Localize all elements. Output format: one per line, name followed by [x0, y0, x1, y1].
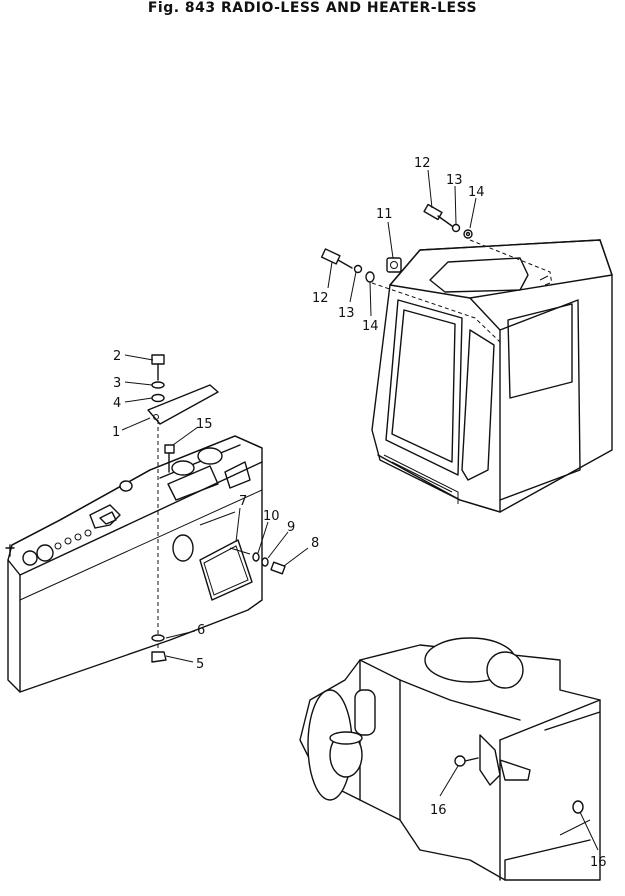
callout-2: 2	[113, 349, 121, 364]
callout-labels: 1 2 3 4 5 6 7 8 9 10 11 12 12 13 13 14 1…	[112, 156, 607, 870]
callout-5: 5	[196, 657, 204, 672]
cab-fasteners	[320, 203, 473, 283]
bracket-and-bolts	[147, 354, 219, 663]
callout-8: 8	[311, 536, 319, 551]
callout-14-upper: 14	[468, 185, 485, 200]
callout-9: 9	[287, 520, 295, 535]
callout-16-right: 16	[590, 855, 607, 870]
leader-lines	[121, 169, 599, 851]
engine-assembly	[299, 637, 601, 881]
callout-10: 10	[263, 509, 280, 524]
callout-13-upper: 13	[446, 173, 463, 188]
dashboard-panel	[5, 435, 263, 693]
callout-16-left: 16	[430, 803, 447, 818]
figure-title: Fig. 843 RADIO-LESS AND HEATER-LESS	[147, 0, 478, 16]
callout-6: 6	[197, 623, 205, 638]
cab-assembly	[371, 239, 613, 513]
callout-4: 4	[113, 396, 121, 411]
callout-3: 3	[113, 376, 121, 391]
callout-12-upper: 12	[414, 156, 431, 171]
callout-1: 1	[112, 425, 120, 440]
plate-fasteners	[229, 547, 286, 575]
callout-13-lower: 13	[338, 306, 355, 321]
cover-plate	[199, 539, 253, 601]
callout-15: 15	[196, 417, 213, 432]
callout-11: 11	[376, 207, 393, 222]
callout-7: 7	[239, 494, 247, 509]
callout-12-lower: 12	[312, 291, 329, 306]
callout-14-lower: 14	[362, 319, 379, 334]
